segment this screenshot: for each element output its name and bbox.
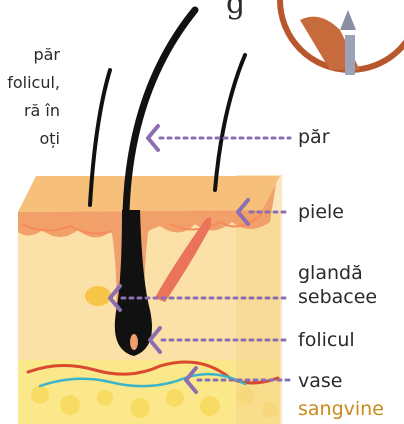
intro-line-2: folicul,	[0, 72, 60, 94]
corner-illustration	[280, 0, 404, 75]
label-vessels-line1: vase	[298, 370, 342, 392]
corner-heading-fragment: g	[226, 0, 245, 21]
label-follicle: folicul	[298, 329, 355, 351]
intro-line-4: oți	[0, 128, 60, 150]
intro-line-3: ră în	[0, 100, 60, 122]
label-skin: piele	[298, 201, 344, 223]
label-vessels-line2: sangvine	[298, 398, 384, 420]
intro-line-1: păr	[0, 44, 60, 66]
gland-left	[85, 286, 111, 306]
label-gland-line2: sebacee	[298, 286, 377, 308]
label-gland-line1: glandă	[298, 262, 363, 284]
label-hair: păr	[298, 126, 330, 148]
